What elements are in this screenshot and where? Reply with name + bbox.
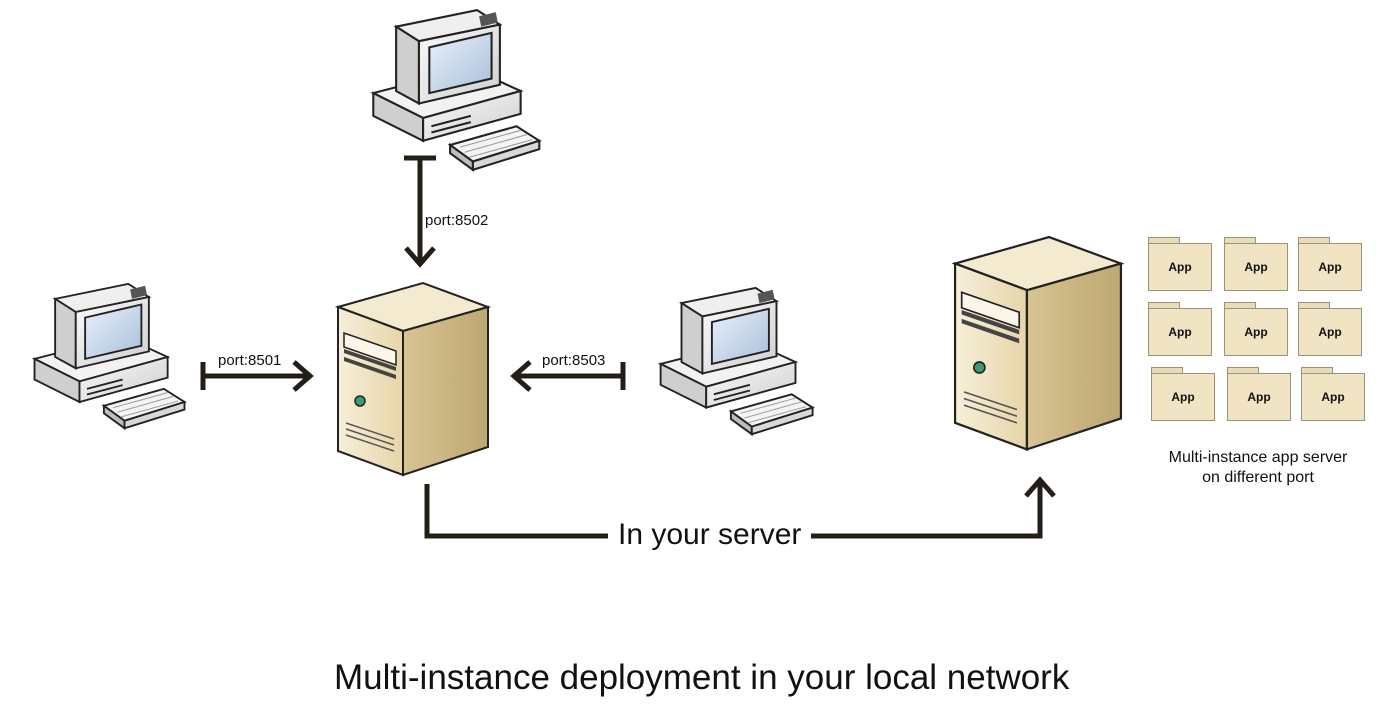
app-folder-tab xyxy=(1148,302,1180,310)
app-server-tower-icon xyxy=(953,235,1123,451)
app-folder-tab xyxy=(1224,237,1256,245)
port-label-top: port:8502 xyxy=(425,212,489,229)
app-instance-label: App xyxy=(1298,308,1362,356)
app-folder-tab xyxy=(1227,367,1259,375)
app-instance-folder-icon: App xyxy=(1224,302,1288,356)
connector-left-arrowhead xyxy=(292,360,314,392)
app-instance-label: App xyxy=(1301,373,1365,421)
workstation-top-icon xyxy=(372,9,541,171)
app-server-caption-line1: Multi-instance app server xyxy=(1168,449,1348,466)
app-folder-tab xyxy=(1224,302,1256,310)
app-instance-folder-icon: App xyxy=(1301,367,1365,421)
app-server-caption: Multi-instance app server on different p… xyxy=(1150,448,1366,488)
app-instance-folder-icon: App xyxy=(1298,302,1362,356)
port-label-right: port:8503 xyxy=(542,352,606,369)
server-tower-icon xyxy=(336,281,490,477)
app-instance-label: App xyxy=(1148,308,1212,356)
app-folder-tab xyxy=(1148,237,1180,245)
app-instance-folder-icon: App xyxy=(1148,302,1212,356)
app-instance-label: App xyxy=(1224,308,1288,356)
app-instance-label: App xyxy=(1298,243,1362,291)
app-folder-tab xyxy=(1298,237,1330,245)
app-folder-tab xyxy=(1298,302,1330,310)
diagram-title: Multi-instance deployment in your local … xyxy=(334,658,1070,697)
app-instance-folder-icon: App xyxy=(1224,237,1288,291)
app-server-caption-line2: on different port xyxy=(1202,469,1314,486)
connector-right-arrowhead xyxy=(510,360,532,392)
app-instance-label: App xyxy=(1148,243,1212,291)
port-label-left: port:8501 xyxy=(218,352,282,369)
app-instance-folder-icon: App xyxy=(1151,367,1215,421)
server-link-label: In your server xyxy=(608,518,812,552)
app-folder-tab xyxy=(1301,367,1333,375)
workstation-left-icon xyxy=(33,282,186,430)
app-folder-tab xyxy=(1151,367,1183,375)
server-link-arrowhead xyxy=(1024,476,1056,498)
app-instance-label: App xyxy=(1227,373,1291,421)
app-instance-folder-icon: App xyxy=(1227,367,1291,421)
connector-top-arrowhead xyxy=(404,246,436,268)
workstation-right-icon xyxy=(659,286,814,436)
app-instance-folder-icon: App xyxy=(1298,237,1362,291)
app-instance-folder-icon: App xyxy=(1148,237,1212,291)
app-instance-label: App xyxy=(1224,243,1288,291)
app-instance-label: App xyxy=(1151,373,1215,421)
